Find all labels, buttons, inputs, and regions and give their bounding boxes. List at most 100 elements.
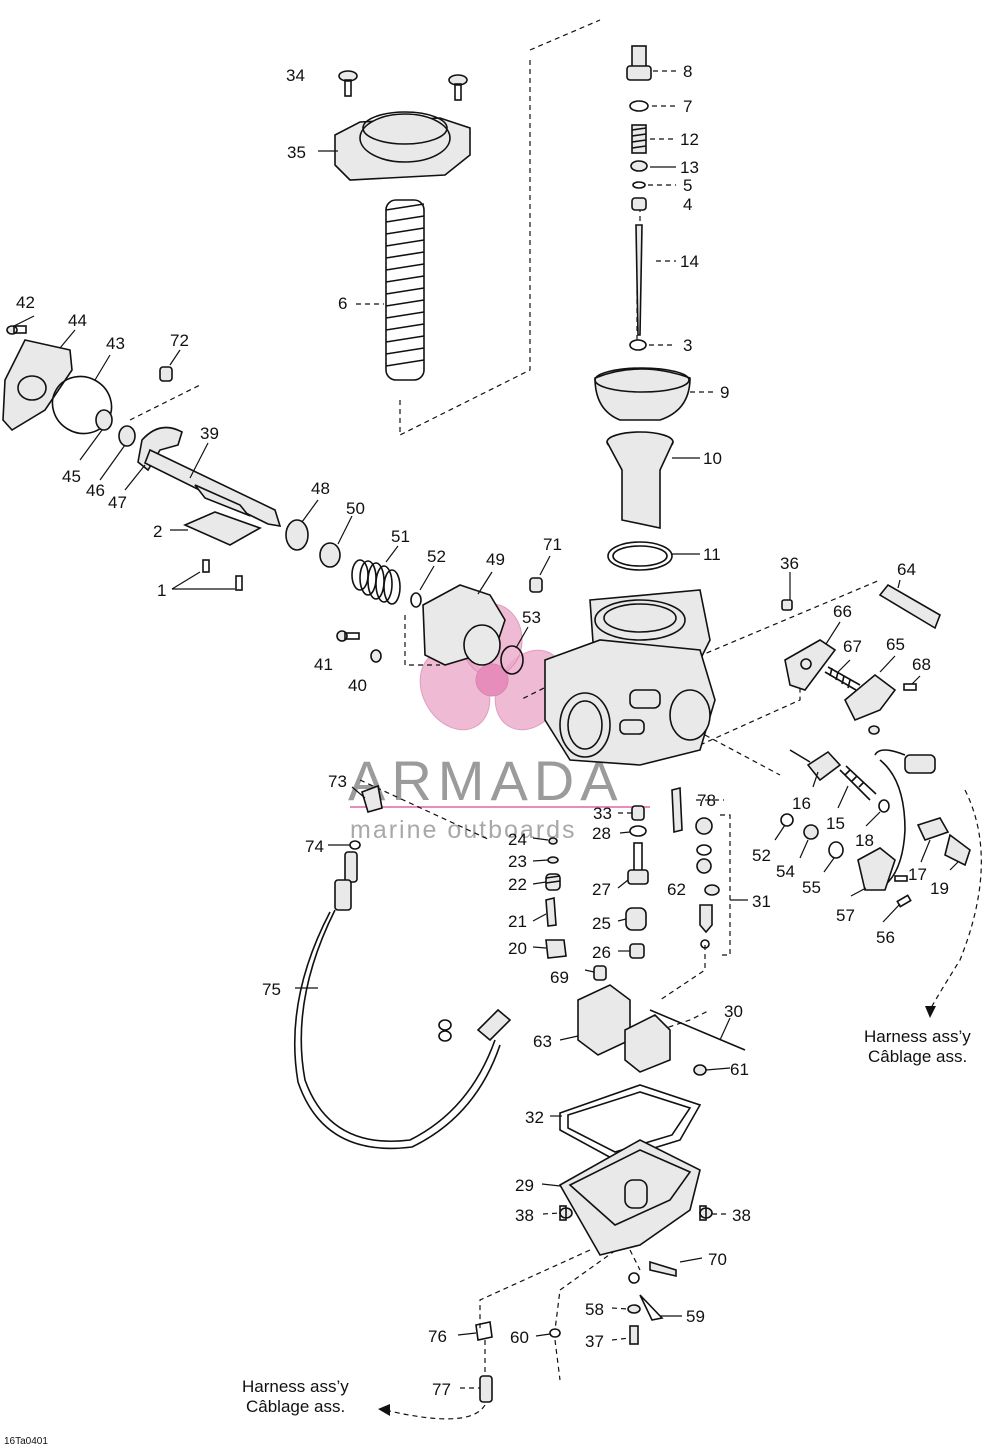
callout-14: 14 [680,252,699,271]
shaft-parts [285,519,524,675]
callout-4: 4 [683,195,692,214]
callout-2: 2 [153,522,162,541]
plunger-16 [806,750,842,782]
callout-62: 62 [667,880,686,899]
callout-69: 69 [550,968,569,987]
screw-38a [559,1205,573,1221]
spring-73 [361,784,383,813]
plate-2 [183,511,262,546]
callout-9: 9 [720,383,729,402]
plate-66 [784,639,837,691]
callout-11: 11 [703,545,721,564]
callout-64: 64 [897,560,916,579]
callout-63: 63 [533,1032,552,1051]
callout-75: 75 [262,980,281,999]
callout-58: 58 [585,1300,604,1319]
cap-65 [844,673,897,722]
callout-46: 46 [86,481,105,500]
callout-45: 45 [62,467,81,486]
callout-27: 27 [592,880,611,899]
callout-23: 23 [508,852,527,871]
callout-48: 48 [311,479,330,498]
callout-52b: 52 [752,846,771,865]
callout-76: 76 [428,1327,447,1346]
callout-70: 70 [708,1250,727,1269]
main-spring [385,199,425,381]
callout-25: 25 [592,914,611,933]
harness-right-line2: Câblage ass. [868,1047,967,1066]
callout-73: 73 [328,772,347,791]
callout-18: 18 [855,831,874,850]
callout-28: 28 [592,824,611,843]
harness-right-line1: Harness ass’y [864,1027,971,1046]
callout-52a: 52 [427,547,446,566]
callout-35: 35 [287,143,306,162]
float-bowl-group [475,984,746,1403]
rod-64 [878,583,941,630]
callout-34: 34 [286,66,305,85]
callout-6: 6 [338,294,347,313]
callout-leaders [13,70,959,1389]
callout-30: 30 [724,1002,743,1021]
top-cover-group [334,70,471,381]
diaphragm-group [594,367,691,571]
callout-10: 10 [703,449,722,468]
cover-plate-44 [2,339,73,432]
callout-16: 16 [792,794,811,813]
callout-36: 36 [780,554,799,573]
callout-38b: 38 [732,1206,751,1225]
harness-left-line1: Harness ass’y [242,1377,349,1396]
harness-arrows [378,789,982,1420]
float-63b [624,1014,671,1073]
callout-71: 71 [543,535,562,554]
callout-47: 47 [108,493,127,512]
screw-42 [6,325,27,335]
callout-7: 7 [683,97,692,116]
callout-22: 22 [508,875,527,894]
callout-24: 24 [508,830,527,849]
callout-60: 60 [510,1328,529,1347]
callout-39: 39 [200,424,219,443]
spring-51 [351,559,401,605]
callout-17: 17 [908,865,927,884]
callout-33: 33 [593,804,612,823]
spring-67 [824,666,861,691]
callout-77: 77 [432,1380,451,1399]
shaft-39 [143,448,282,528]
callout-49: 49 [486,550,505,569]
callout-31: 31 [752,892,771,911]
cap-19 [944,833,971,867]
callout-13: 13 [680,158,699,177]
needle-stack [626,45,652,351]
assembly-lines [129,19,881,1381]
callout-38a: 38 [515,1206,534,1225]
left-linkage [2,325,282,591]
callout-21: 21 [508,912,527,931]
callout-41: 41 [314,655,333,674]
throttle-cable [293,851,512,1150]
callout-56: 56 [876,928,895,947]
callout-61: 61 [730,1060,749,1079]
screw-38b [699,1205,713,1221]
callout-26: 26 [592,943,611,962]
callout-29: 29 [515,1176,534,1195]
gasket-32 [559,1084,702,1161]
callout-50: 50 [346,499,365,518]
screw-41 [336,630,360,642]
callout-68: 68 [912,655,931,674]
callout-20: 20 [508,939,527,958]
jets-column [349,784,720,981]
float-63a [577,984,631,1056]
diagram-code: 16Ta0401 [4,1436,48,1447]
callout-15: 15 [826,814,845,833]
watermark-subtitle: marine outboards [350,816,577,844]
callout-54: 54 [776,862,795,881]
callout-32: 32 [525,1108,544,1127]
callout-57: 57 [836,906,855,925]
callout-1: 1 [157,581,166,600]
callout-42: 42 [16,293,35,312]
callout-labels: 34 35 6 8 7 12 13 5 4 14 3 9 10 11 42 44… [16,62,949,1399]
callout-37: 37 [585,1332,604,1351]
